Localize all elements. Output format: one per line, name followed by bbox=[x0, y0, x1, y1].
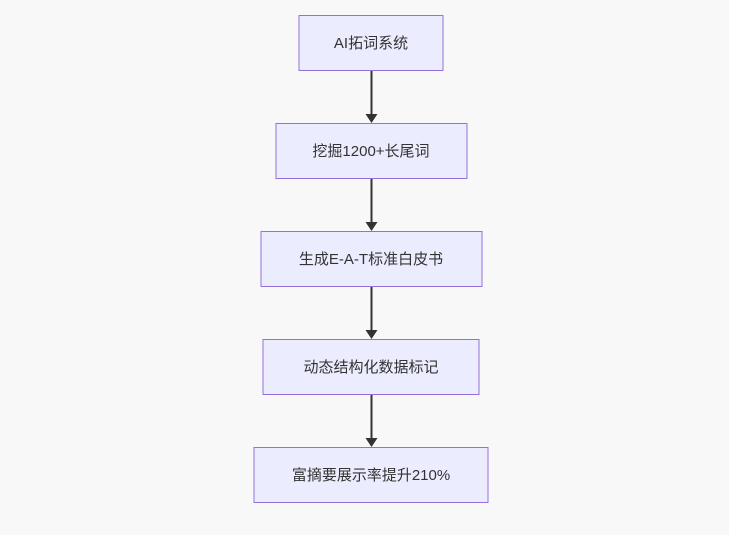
flow-node-label: AI拓词系统 bbox=[333, 34, 409, 52]
flow-node-eat-whitepaper: 生成E-A-T标准白皮书 bbox=[260, 231, 482, 287]
flow-node-label: 生成E-A-T标准白皮书 bbox=[298, 250, 444, 268]
flow-node-rich-snippet-result: 富摘要展示率提升210% bbox=[253, 447, 489, 503]
flow-node-structured-data-markup: 动态结构化数据标记 bbox=[262, 339, 480, 395]
flow-node-longtail-mining: 挖掘1200+长尾词 bbox=[275, 123, 467, 179]
flow-arrow-4 bbox=[363, 395, 379, 447]
flow-arrow-1 bbox=[363, 71, 379, 123]
arrow-line bbox=[370, 287, 372, 333]
flowchart-column: AI拓词系统 挖掘1200+长尾词 生成E-A-T标准白皮书 动态结构化数据标记 bbox=[253, 15, 489, 503]
arrow-line bbox=[370, 71, 372, 117]
flow-arrow-3 bbox=[363, 287, 379, 339]
arrowhead-down-icon bbox=[365, 222, 377, 231]
flow-node-ai-keyword-system: AI拓词系统 bbox=[298, 15, 444, 71]
arrow-line bbox=[370, 395, 372, 441]
flow-node-label: 挖掘1200+长尾词 bbox=[312, 142, 430, 160]
arrow-line bbox=[370, 179, 372, 225]
flow-node-label: 富摘要展示率提升210% bbox=[291, 466, 451, 484]
flow-arrow-2 bbox=[363, 179, 379, 231]
arrowhead-down-icon bbox=[365, 438, 377, 447]
arrowhead-down-icon bbox=[365, 114, 377, 123]
flow-node-label: 动态结构化数据标记 bbox=[303, 358, 439, 376]
arrowhead-down-icon bbox=[365, 330, 377, 339]
